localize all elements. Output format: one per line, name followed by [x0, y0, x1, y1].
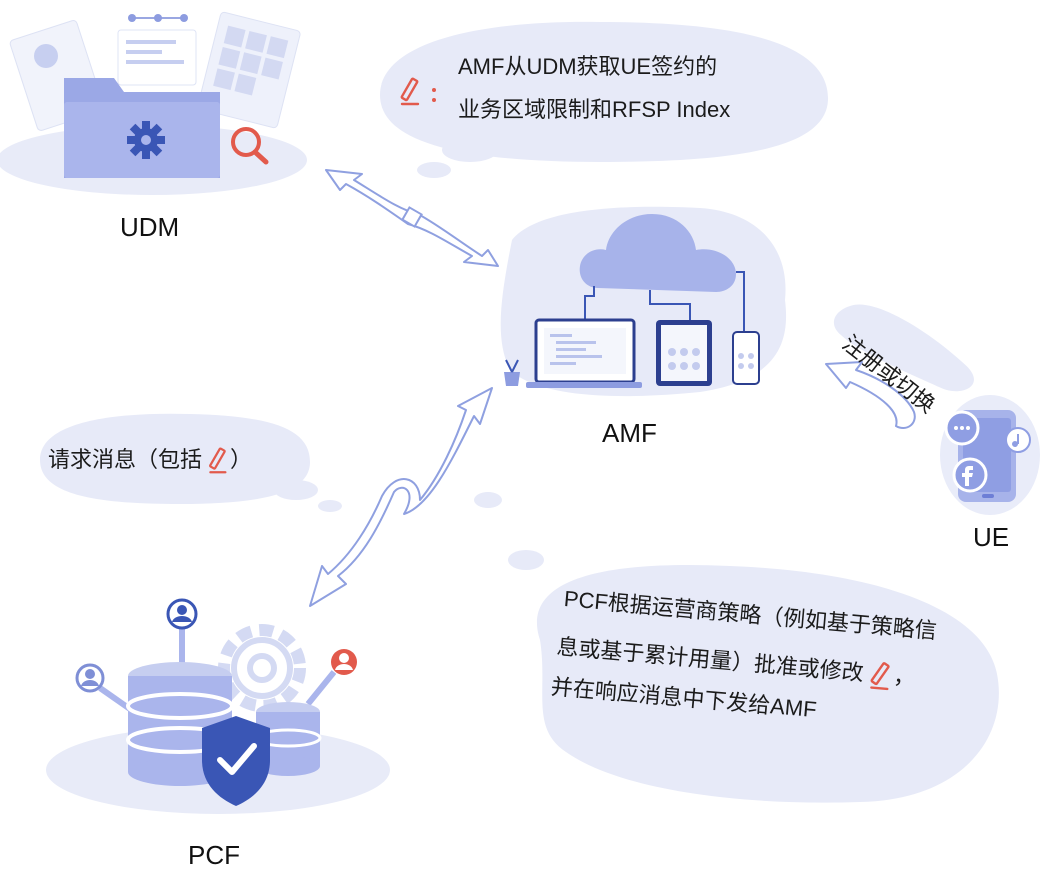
user-avatar-icon	[75, 663, 105, 693]
udm-bubble-line1: AMF从UDM获取UE签约的	[458, 54, 718, 79]
pcf-request-text: 请求消息（包括 ）	[48, 446, 252, 476]
pcf-illustration	[46, 598, 390, 814]
pcf-response-bubble	[474, 492, 999, 803]
laptop-icon	[526, 318, 642, 388]
udm-bubble-line2: 业务区域限制和RFSP Index	[458, 97, 731, 122]
amf-illustration	[500, 206, 787, 397]
amf-label: AMF	[602, 418, 657, 448]
pcf-response-line2-tail: ，	[892, 663, 917, 691]
tablet-icon	[656, 320, 712, 386]
ue-amf-arrow	[825, 361, 916, 430]
pencil-icon	[869, 660, 891, 691]
user-avatar-icon	[331, 649, 357, 675]
plant-pot-icon	[504, 359, 520, 386]
chat-icon	[944, 410, 980, 446]
udm-illustration	[0, 11, 307, 195]
pencil-icon	[208, 447, 227, 474]
pcf-label: PCF	[188, 840, 240, 870]
udm-amf-arrow	[325, 169, 499, 267]
user-avatar-icon	[166, 598, 198, 630]
music-icon	[1005, 427, 1031, 453]
ue-register-bubble	[833, 304, 974, 392]
pcf-request-prefix: 请求消息（包括	[48, 446, 203, 472]
udm-label: UDM	[120, 212, 180, 242]
pcf-request-bubble	[40, 413, 342, 512]
amf-pcf-arrow	[309, 387, 493, 607]
gear-icon	[218, 624, 306, 712]
magnifier-icon	[231, 127, 269, 165]
cloud-icon	[579, 214, 736, 292]
pcf-request-suffix: ）	[230, 446, 253, 472]
ue-label: UE	[973, 522, 1010, 552]
phone-small-icon	[732, 331, 760, 385]
shield-check-icon	[202, 716, 270, 806]
facebook-icon	[952, 457, 988, 493]
ue-illustration	[940, 395, 1040, 515]
udm-amf-thought-bubble	[380, 21, 829, 178]
folder-gear-icon	[64, 78, 220, 178]
